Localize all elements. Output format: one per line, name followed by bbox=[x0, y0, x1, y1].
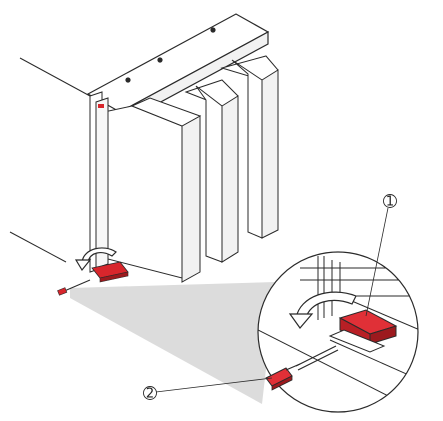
wall-outline bbox=[9, 57, 91, 263]
floor-lock-small bbox=[57, 261, 129, 296]
callout-1-label: 1 bbox=[386, 195, 394, 210]
zoom-cone bbox=[70, 282, 276, 404]
rotate-arrow-icon-zoom bbox=[288, 291, 357, 329]
folding-panel-1 bbox=[103, 97, 202, 283]
red-release-pin bbox=[265, 363, 301, 391]
callout-2: 2 bbox=[143, 377, 273, 402]
callout-1: 1 bbox=[365, 194, 397, 317]
callout-2-label: 2 bbox=[146, 387, 154, 402]
rotate-arrow-icon bbox=[74, 247, 117, 272]
zoom-detail bbox=[258, 256, 418, 412]
folding-panel-3 bbox=[220, 55, 279, 239]
folding-panel-2 bbox=[184, 79, 239, 263]
door-frame bbox=[89, 91, 109, 273]
zoom-circle bbox=[257, 251, 419, 413]
